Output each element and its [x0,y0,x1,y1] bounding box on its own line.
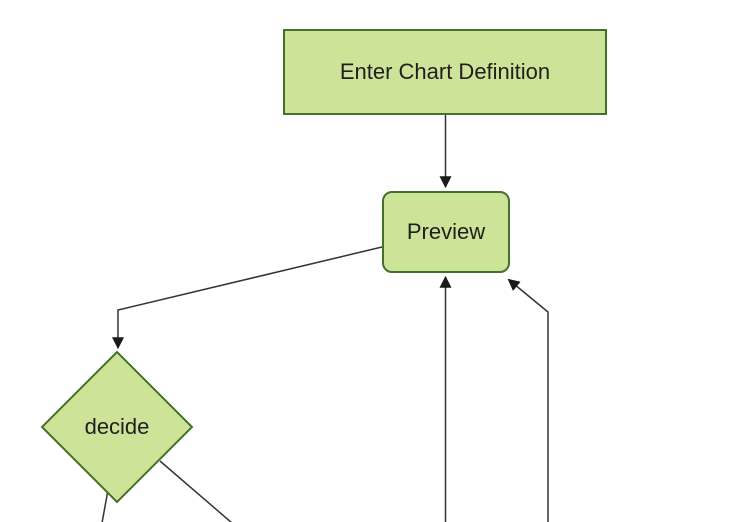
edge-decide-to-offscreen-left [101,489,109,522]
node-decide-shape [40,350,194,504]
node-enter-chart-definition-label: Enter Chart Definition [339,58,551,84]
node-decide-label: decide [84,413,150,439]
edge-bottom-right-to-preview [507,278,549,522]
edge-decide-to-offscreen-right [159,460,232,522]
edge-preview-to-decide [112,246,383,350]
node-preview: Preview [382,191,510,273]
node-decide-label-wrap: decide [47,413,187,441]
node-preview-label: Preview [406,218,486,244]
node-enter-chart-definition: Enter Chart Definition [283,29,607,115]
